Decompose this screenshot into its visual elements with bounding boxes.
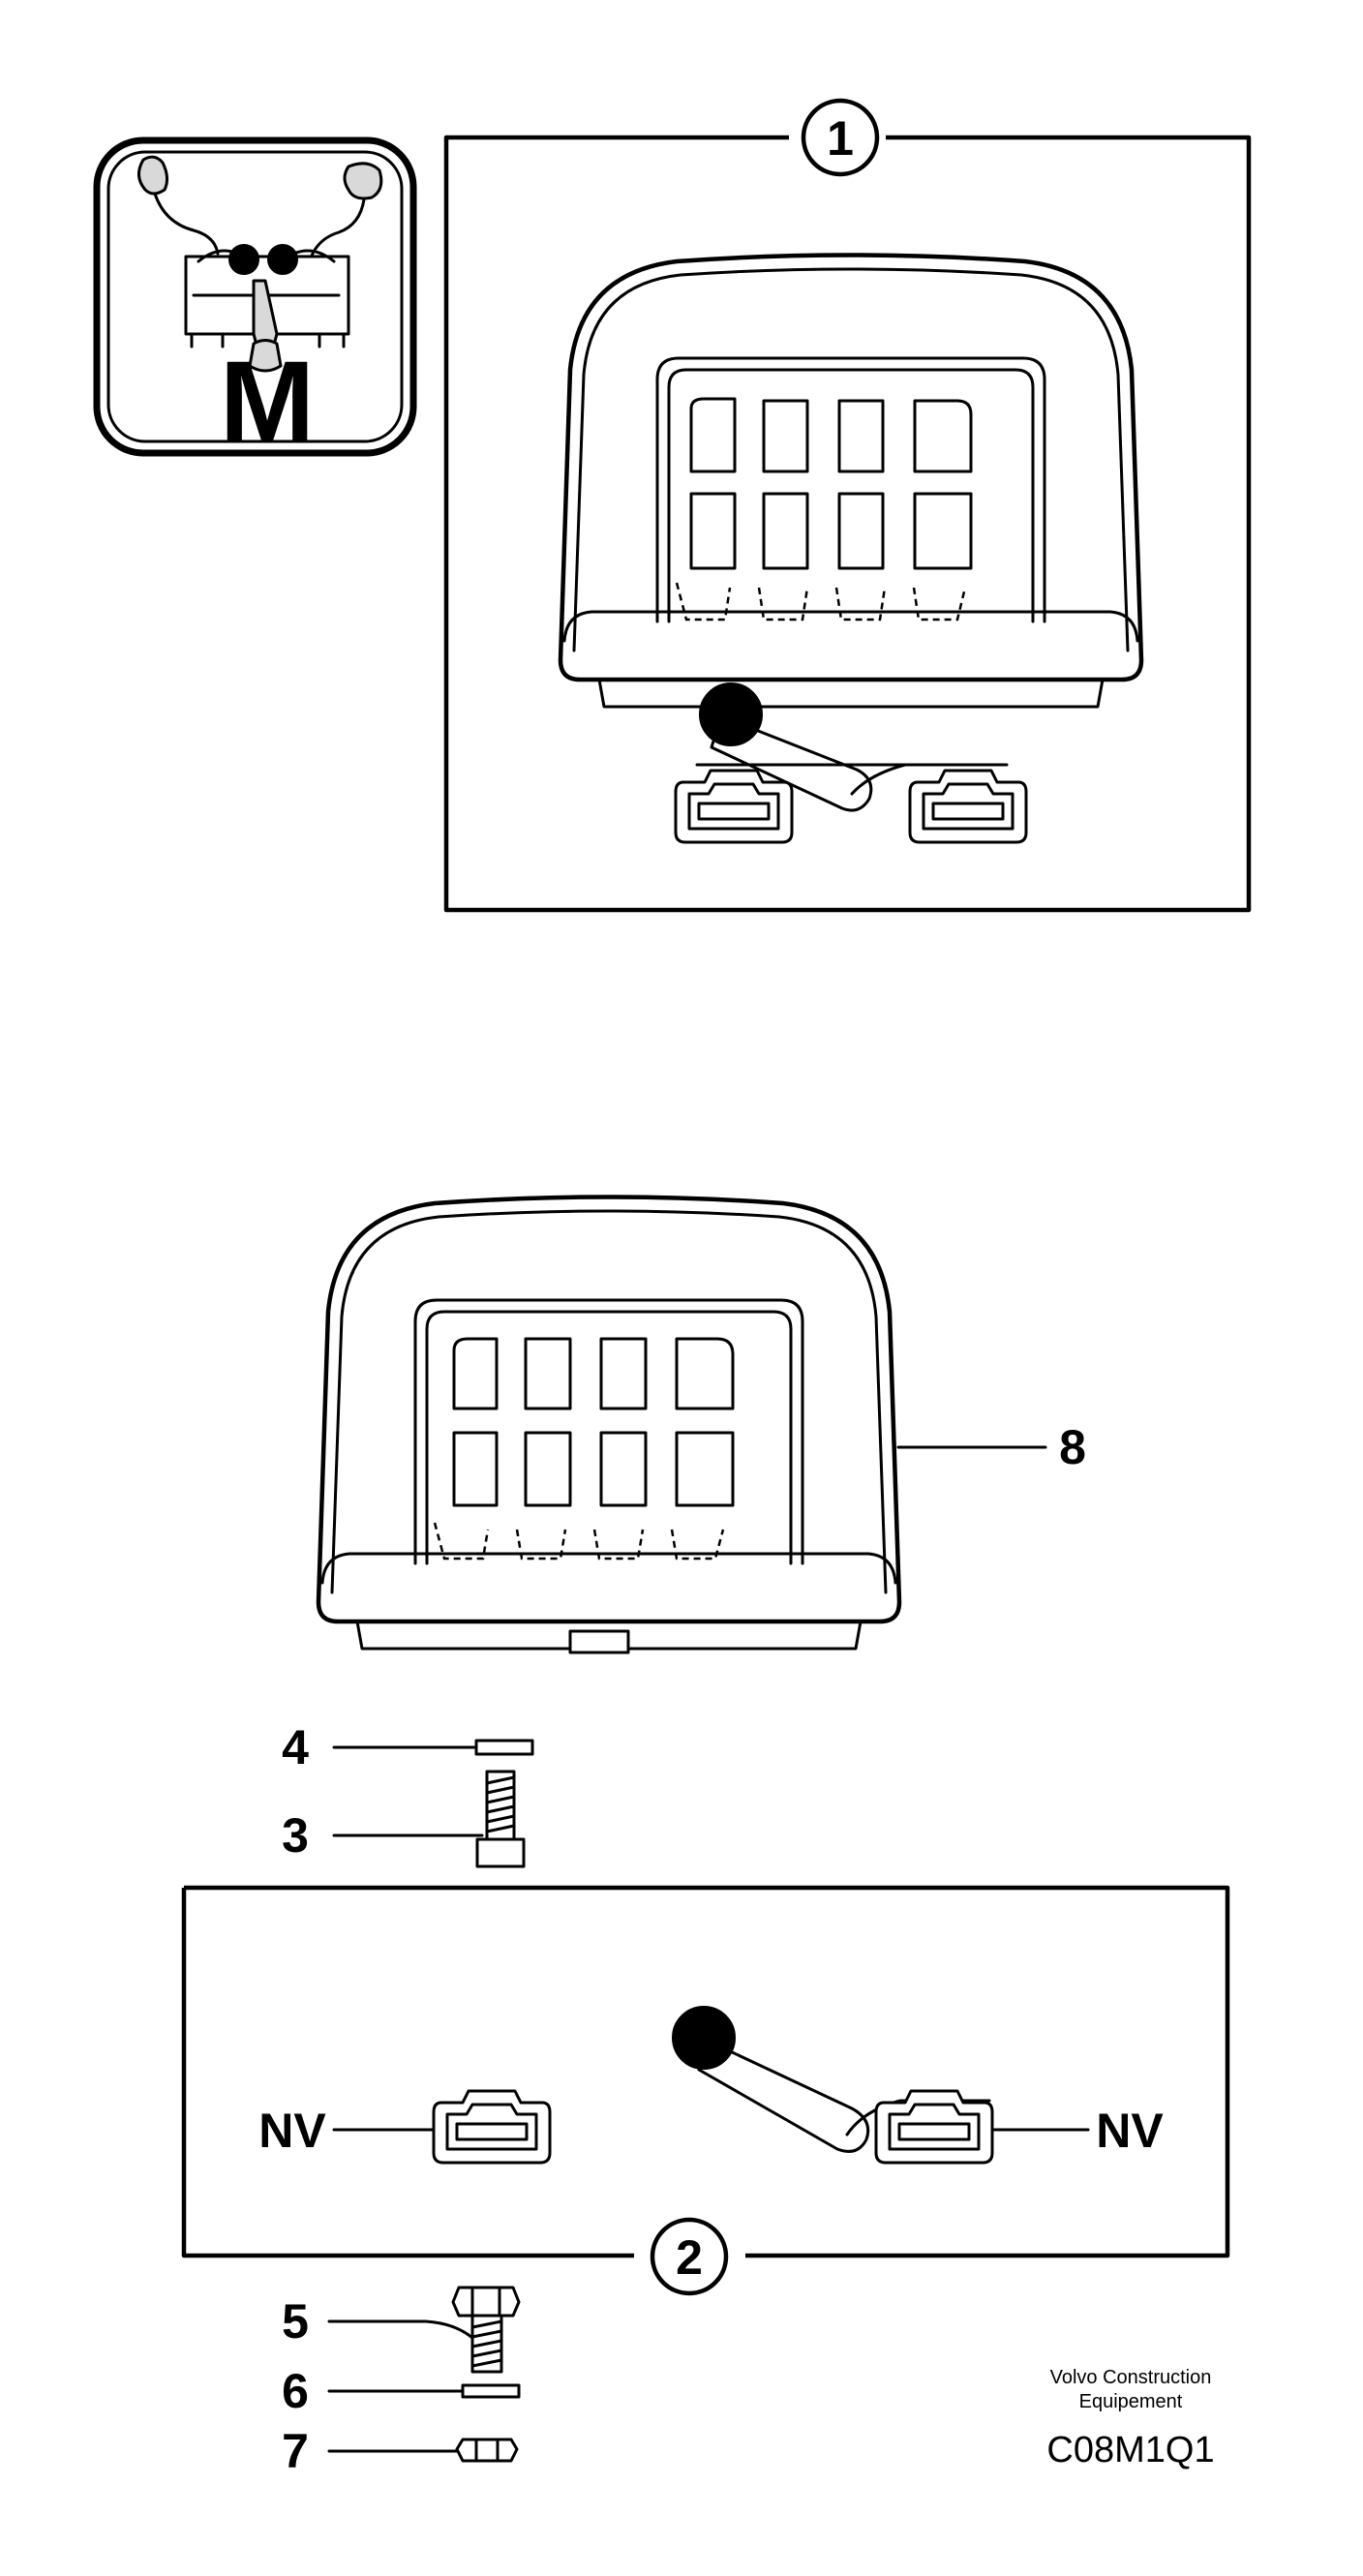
- rail-left-view-2: [432, 2089, 552, 2165]
- pin-part-4: [474, 1739, 534, 1756]
- rail-right-view-1: [908, 769, 1028, 844]
- callout-view-2: 2: [676, 2230, 703, 2285]
- seat-adjust-lever-view-2: [672, 2006, 991, 2153]
- callout-part-5: 5: [282, 2294, 309, 2349]
- rail-label-right: NV: [1096, 2104, 1164, 2158]
- callout-part-8: 8: [1059, 1420, 1086, 1474]
- callout-view-1: 1: [827, 111, 854, 166]
- callout-part-3: 3: [282, 1808, 309, 1863]
- footer-company-line2: Equipement: [1079, 2391, 1183, 2412]
- footer-company-line1: Volvo Construction: [1050, 2367, 1212, 2388]
- callout-part-7: 7: [282, 2424, 309, 2478]
- seat-back-part-8: [318, 1197, 899, 1654]
- bolt-part-5: [451, 2286, 521, 2374]
- rail-left-view-1: [674, 769, 794, 844]
- washer-part-6: [461, 2383, 521, 2399]
- nut-part-7: [455, 2438, 519, 2463]
- joystick-controls-icon: M: [93, 136, 417, 466]
- view-2-panel: 2 NV NV: [181, 1885, 1230, 2296]
- rail-label-left: NV: [258, 2104, 326, 2158]
- screw-part-3: [475, 1770, 526, 1868]
- icon-letter: M: [220, 338, 315, 466]
- callout-part-6: 6: [282, 2364, 309, 2418]
- rail-right-view-2: [874, 2089, 994, 2165]
- leader-5: [327, 2319, 474, 2340]
- callout-part-4: 4: [282, 1720, 309, 1774]
- footer-drawing-code: C08M1Q1: [1046, 2430, 1214, 2470]
- seat-back-view-1: [560, 256, 1141, 708]
- view-1-panel: 1: [443, 97, 1252, 913]
- seat-adjust-lever-view-1: [695, 682, 1009, 812]
